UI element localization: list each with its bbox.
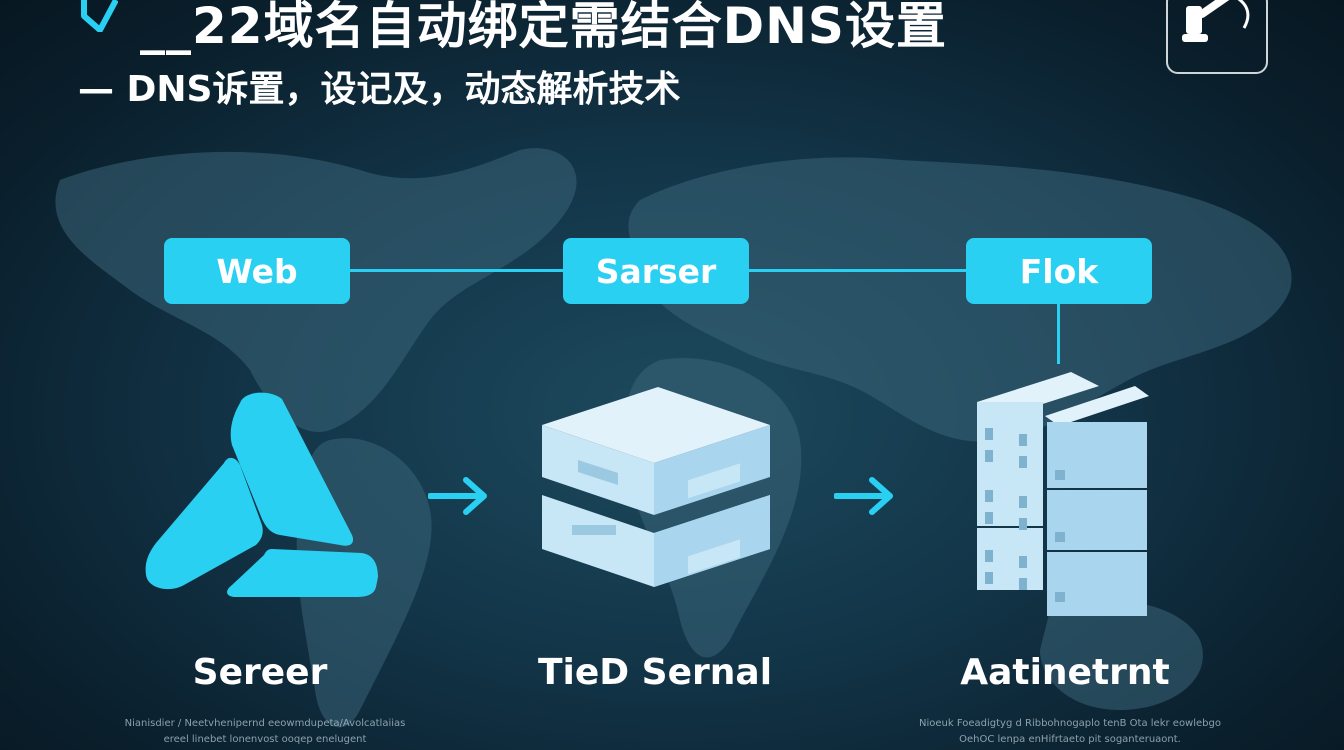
node-web[interactable]: Web [164,238,350,304]
corner-logo[interactable] [1166,0,1268,74]
node-label: Sarser [595,251,717,291]
node-label-aatinetrnt: Aatinetrnt [960,652,1170,693]
caption-line: Nioeuk Foeadigtyg d Ribbohnogaplo tenB O… [919,718,1221,729]
server-stack-icon [542,387,770,587]
node-flok[interactable]: Flok [966,238,1152,304]
caption-line: Nianisdier / Neetvhenipernd eeowmdupeta/… [124,718,406,729]
connector-line [748,269,968,272]
arrow-right-icon [834,477,893,515]
caption-left: Nianisdier / Neetvhenipernd eeowmdupeta/… [90,716,440,748]
caption-line: OehOC lenpa enHifrtaeto pit soganteruaon… [959,734,1181,745]
node-label: Web [216,251,298,291]
page-title: __22域名自动绑定需结合DNS设置 [140,0,947,55]
node-label-tied-sernal: TieD Sernal [537,652,773,693]
caption-right: Nioeuk Foeadigtyg d Ribbohnogaplo tenB O… [900,716,1240,748]
caption-line: ereel linebet lonenvost ooqep enelugent [163,734,367,745]
connector-line [350,269,566,272]
triangle-logo-icon [145,392,378,597]
node-sarser[interactable]: Sarser [563,238,749,304]
node-label: Flok [1019,251,1099,291]
node-label-sereer: Sereer [192,652,328,693]
robot-arm-icon [1182,0,1250,42]
server-cluster-icon [977,372,1149,616]
connector-line [1057,304,1060,364]
page-subtitle: — DNS诉置，设记及，动态解析技术 [78,69,681,110]
shield-icon [81,0,118,32]
arrow-right-icon [428,477,487,515]
